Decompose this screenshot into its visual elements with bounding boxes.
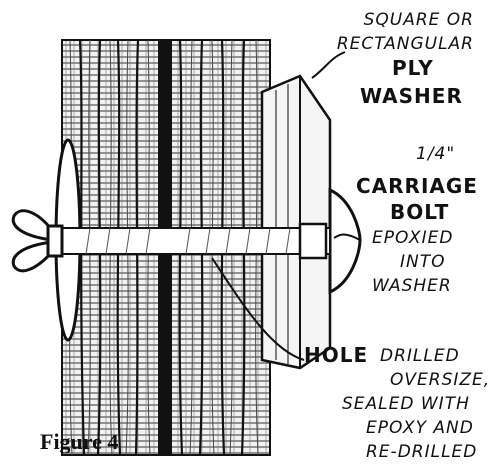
leader-lines xyxy=(211,51,361,361)
bolt-label-line3: EPOXIED xyxy=(372,228,454,248)
washer-leader xyxy=(311,51,346,79)
bolt-label-line1: CARRIAGE xyxy=(356,174,478,198)
hole-leader xyxy=(211,257,305,361)
bolt-label-line2: BOLT xyxy=(390,200,450,224)
washer-label-line3: PLY xyxy=(392,56,434,80)
hole-label-line4: EPOXY AND xyxy=(366,418,474,438)
carriage-bolt-shaft xyxy=(61,222,331,260)
washer-label-line1: SQUARE OR xyxy=(363,10,474,30)
bolt-label-line5: WASHER xyxy=(372,276,452,296)
bolt-leader xyxy=(333,233,361,241)
hole-label-line5: RE-DRILLED xyxy=(366,442,478,462)
ply-washer xyxy=(260,74,332,370)
hole-label-line1: DRILLED xyxy=(380,346,460,366)
bolt-size-label: 1/4" xyxy=(416,144,456,164)
wing-nut xyxy=(11,209,64,273)
bolt-label-line4: INTO xyxy=(400,252,446,272)
hole-label-line3: SEALED WITH xyxy=(342,394,470,414)
hole-label-word: HOLE xyxy=(304,343,369,367)
washer-label-line2: RECTANGULAR xyxy=(336,34,474,54)
figure-caption: Figure 4 xyxy=(40,429,119,454)
carriage-bolt-head xyxy=(328,187,362,295)
hole-label-line2: OVERSIZE, xyxy=(390,370,491,390)
washer-label-line4: WASHER xyxy=(360,84,463,108)
